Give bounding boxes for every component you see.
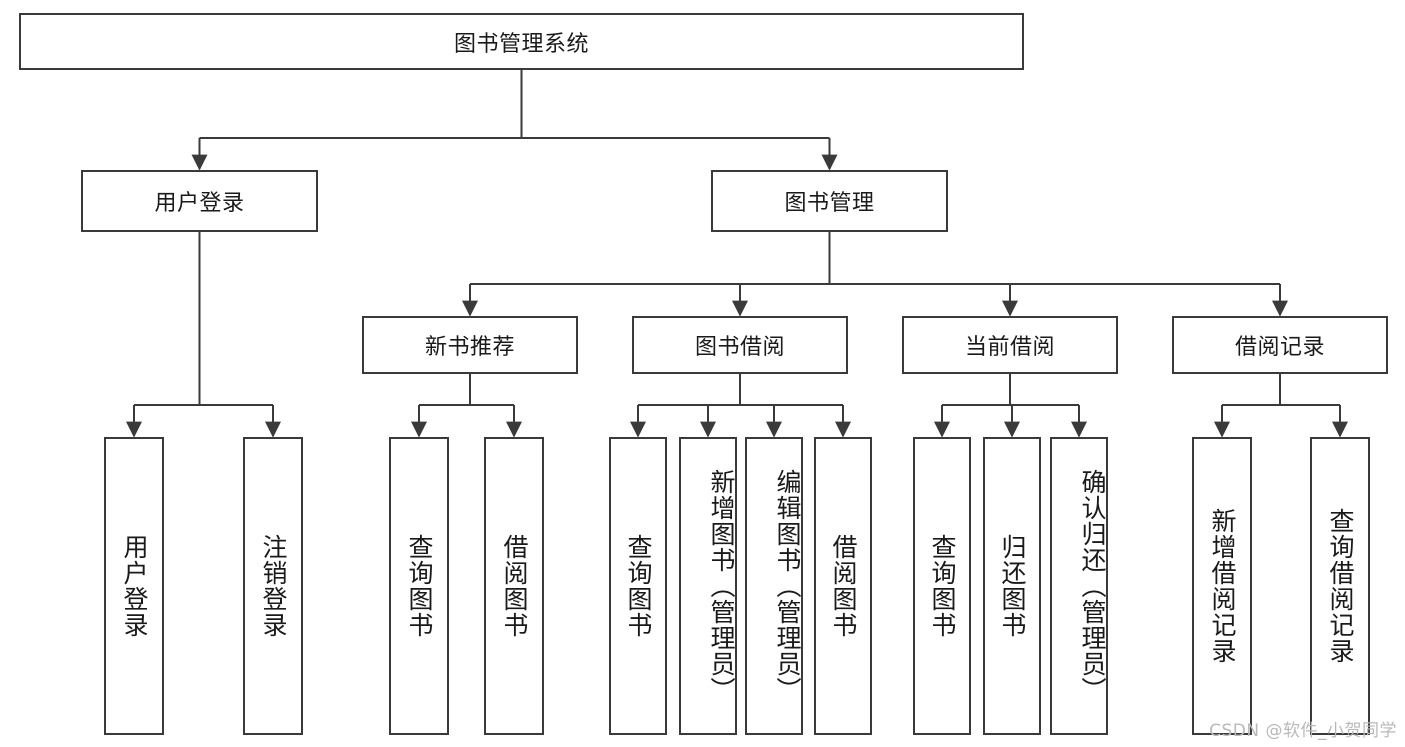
node-l2-records: 借阅记录 <box>1172 316 1388 374</box>
node-l3-e1: 新增借阅记录 <box>1192 437 1252 735</box>
node-label: 用户登录 <box>120 534 149 638</box>
node-label: 图书管理 <box>784 191 875 216</box>
node-l3-d2: 归还图书 <box>983 437 1041 735</box>
edge-group <box>126 70 1348 438</box>
node-l3-c3: 编辑图书（管理员） <box>745 437 803 735</box>
node-l2-current: 当前借阅 <box>902 316 1118 374</box>
node-l2-newbook: 新书推荐 <box>362 316 578 374</box>
node-label: 查询图书 <box>405 534 434 638</box>
node-label: 注销登录 <box>259 534 288 638</box>
node-label: 图书管理系统 <box>453 31 589 57</box>
node-l1-login: 用户登录 <box>81 170 318 232</box>
node-label: 新增图书（管理员） <box>707 469 736 703</box>
node-l3-e2: 查询借阅记录 <box>1310 437 1370 735</box>
node-l3-d3: 确认归还（管理员） <box>1050 437 1108 735</box>
node-label: 新增借阅记录 <box>1208 508 1237 664</box>
node-label: 编辑图书（管理员） <box>773 469 802 703</box>
node-l3-d1: 查询图书 <box>913 437 971 735</box>
node-l3-b1: 查询图书 <box>389 437 449 735</box>
node-l3-a1: 用户登录 <box>104 437 164 735</box>
node-label: 查询借阅记录 <box>1326 508 1355 664</box>
node-label: 借阅图书 <box>829 534 858 638</box>
node-label: 新书推荐 <box>424 335 515 360</box>
node-label: 查询图书 <box>624 534 653 638</box>
node-label: 查询图书 <box>928 534 957 638</box>
node-label: 图书借阅 <box>694 335 785 360</box>
csdn-watermark: CSDN @软件_小贺同学 <box>1209 721 1397 741</box>
node-label: 归还图书 <box>998 534 1027 638</box>
node-label: 确认归还（管理员） <box>1078 469 1107 703</box>
node-l3-a2: 注销登录 <box>243 437 303 735</box>
node-l2-borrow: 图书借阅 <box>632 316 848 374</box>
node-label: 借阅图书 <box>500 534 529 638</box>
node-label: 借阅记录 <box>1234 335 1325 360</box>
node-label: 当前借阅 <box>964 335 1055 360</box>
node-l1-bookmgmt: 图书管理 <box>711 170 948 232</box>
node-l3-c2: 新增图书（管理员） <box>679 437 737 735</box>
node-l3-b2: 借阅图书 <box>484 437 544 735</box>
node-root: 图书管理系统 <box>19 13 1024 70</box>
node-l3-c4: 借阅图书 <box>814 437 872 735</box>
node-label: 用户登录 <box>154 191 245 216</box>
node-l3-c1: 查询图书 <box>609 437 667 735</box>
